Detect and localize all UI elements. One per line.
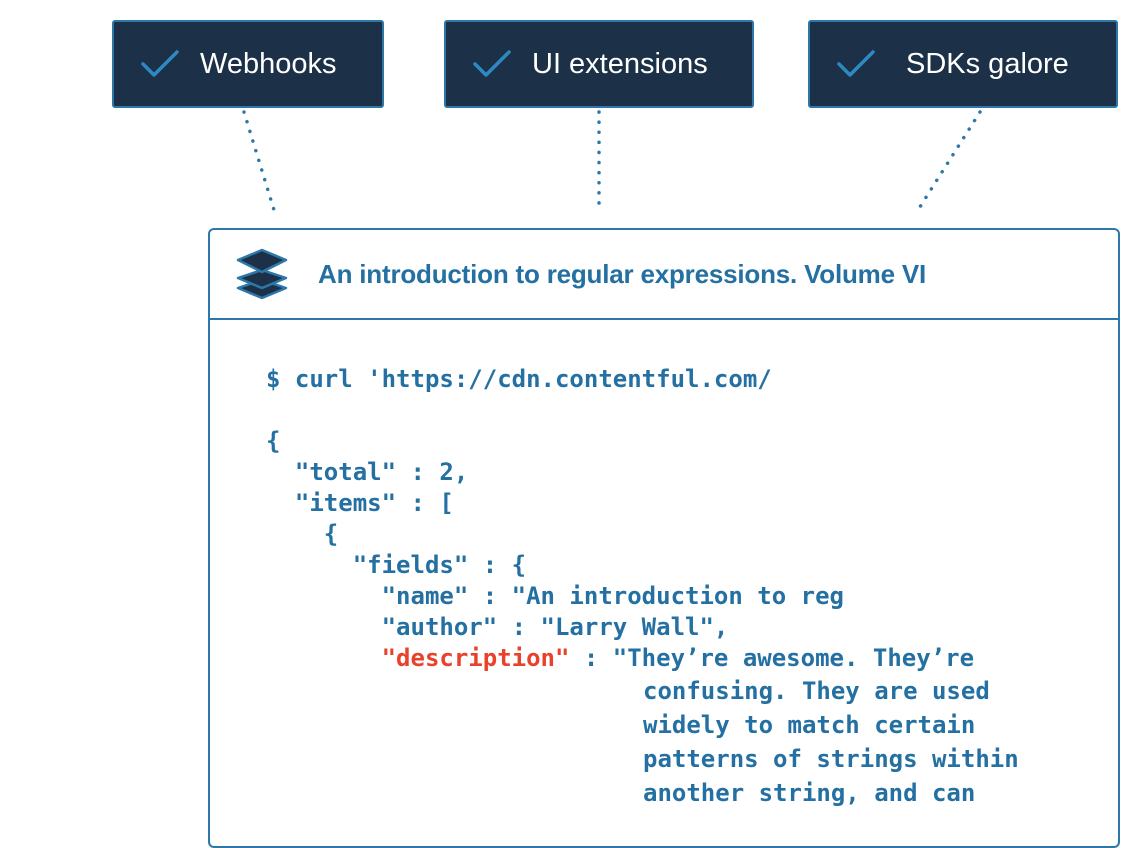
code-sample: $ curl 'https://cdn.contentful.com/ { "t… [266, 364, 1019, 810]
code-description-continuation: confusing. They are used [643, 677, 990, 705]
feature-sdks-galore: SDKs galore [808, 20, 1118, 108]
layers-stack-icon [236, 248, 288, 300]
connector-lines [242, 110, 982, 212]
code-items: "items" : [ [266, 489, 454, 517]
connector-sdks [916, 110, 982, 212]
code-item-open: { [266, 520, 339, 548]
check-icon [837, 50, 875, 77]
feature-label-sdks-galore: SDKs galore [906, 47, 1069, 80]
code-blank-line [266, 395, 1019, 426]
code-description-continuation: another string, and can [643, 779, 976, 807]
content-card: An introduction to regular expressions. … [208, 228, 1120, 848]
code-description-continuation: patterns of strings within [643, 745, 1019, 773]
code-command: $ curl 'https://cdn.contentful.com/ [266, 365, 772, 393]
code-fields: "fields" : { [266, 551, 527, 579]
code-open-brace: { [266, 427, 281, 455]
code-description-key: "description" [381, 644, 570, 672]
code-author: "author" : "Larry Wall", [266, 613, 729, 641]
feature-webhooks: Webhooks [112, 20, 384, 108]
code-description-continuation: widely to match certain [643, 711, 976, 739]
feature-label-webhooks: Webhooks [200, 47, 337, 80]
check-icon [473, 50, 511, 77]
code-description-value: : "They’re awesome. They’re [569, 644, 975, 672]
code-name: "name" : "An introduction to reg [266, 582, 844, 610]
code-description: "description" : "They’re awesome. They’r… [266, 643, 1019, 674]
code-total: "total" : 2, [266, 458, 469, 486]
code-description-indent [266, 644, 382, 672]
check-icon [141, 50, 179, 77]
card-header: An introduction to regular expressions. … [210, 230, 1118, 320]
feature-ui-extensions: UI extensions [444, 20, 754, 108]
card-title: An introduction to regular expressions. … [318, 258, 927, 289]
connector-webhooks [242, 110, 276, 212]
feature-label-ui-extensions: UI extensions [532, 47, 708, 80]
